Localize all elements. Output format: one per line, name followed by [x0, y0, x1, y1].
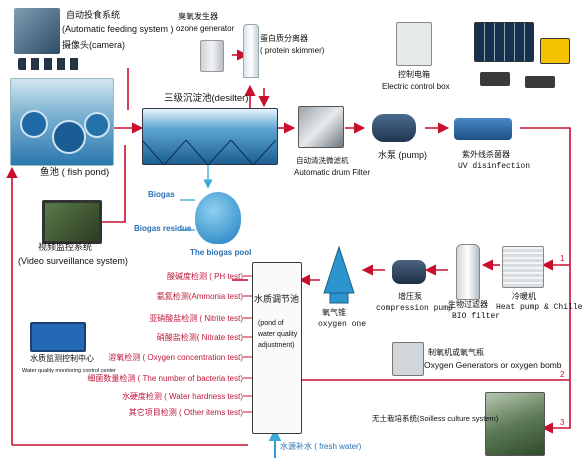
skimmer-label-cn: 蛋白质分离器	[260, 34, 308, 43]
loop-number-1: 1	[560, 254, 565, 263]
video-label-cn: 视频监控系统	[38, 242, 93, 252]
heat-pump-label-cn: 冷暖机	[512, 292, 536, 301]
feeding-system-image	[14, 8, 60, 54]
fresh-water-label: 水源补水 ( fresh water)	[280, 442, 362, 451]
uv-disinfection-image	[454, 118, 512, 140]
monitor-center-label-en: Water quality monitoring control center	[22, 368, 116, 374]
biogas-label: Biogas	[148, 190, 175, 199]
test-nitrate: 硝酸盐检测( Nitrate test)	[156, 333, 243, 342]
pump-label: 水泵 (pump)	[378, 150, 428, 160]
pump-image	[372, 114, 416, 142]
adjust-pond-label-en: (pond of water quality adjustment)	[258, 320, 298, 349]
monitor-center-image	[30, 322, 86, 352]
uv-label-cn: 紫外线杀菌器	[462, 150, 510, 159]
heat-pump-label-en: Heat pump & Chiller	[496, 303, 583, 312]
soilless-label: 无土栽培系统(Soilless culture system)	[372, 414, 499, 423]
control-box-label-en: Electric control box	[382, 82, 450, 91]
battery-image	[540, 38, 570, 64]
desilter-label: 三级沉淀池(desilter)	[164, 93, 249, 104]
test-other: 其它项目检测 ( Other items test)	[128, 408, 243, 417]
loop-number-3: 3	[560, 418, 565, 427]
biogas-pool-label: The biogas pool	[190, 248, 252, 257]
test-oxygen: 溶氧检测 ( Oxygen concentration test)	[108, 353, 243, 362]
ozone-label-en: ozone generator	[176, 24, 235, 33]
video-surveillance-image	[42, 200, 102, 244]
oxygen-cone-label-cn: 氧气锥	[322, 308, 346, 317]
oxygen-cone-image	[323, 245, 355, 304]
control-box-label-cn: 控制电箱	[398, 70, 430, 79]
camera-label: 摄像头(camera)	[62, 40, 126, 50]
oxygen-generator-image	[392, 342, 424, 376]
skimmer-label-en: ( protein skimmer)	[260, 46, 325, 55]
test-nitrite: 亚硝酸盐检测 ( Nitrite test)	[149, 314, 243, 323]
ozone-generator-image	[200, 40, 224, 72]
protein-skimmer-image	[243, 24, 259, 78]
compression-pump-label-en: compression pump	[376, 304, 453, 313]
fish-pond-label: 鱼池 ( fish pond)	[40, 167, 110, 178]
drum-filter-label-cn: 自动清洗微滤机	[296, 156, 349, 165]
bio-filter-label-cn: 生物过滤器	[448, 300, 488, 309]
test-ammonia: 氨氮检测(Ammonia test)	[156, 292, 243, 301]
uv-label-en: UV disinfection	[458, 162, 531, 171]
solar-panel-image	[474, 22, 534, 62]
drum-filter-image	[298, 106, 344, 148]
drum-filter-label-en: Automatic drum Filter	[294, 168, 371, 177]
oxygen-generator-label-cn: 制氧机或氧气瓶	[428, 348, 484, 357]
oxygen-cone-label-en: oxygen one	[318, 320, 367, 329]
ozone-label-cn: 臭氧发生器	[178, 12, 218, 21]
bio-filter-image	[456, 244, 480, 300]
loop-number-2: 2	[560, 370, 565, 379]
feeding-system-label-cn: 自动投食系统	[66, 10, 121, 20]
desilter-image	[142, 108, 278, 165]
compression-pump-label-cn: 增压泵	[398, 292, 422, 301]
adjustment-pond-box	[252, 262, 302, 434]
biogas-residue-label: Biogas residue	[134, 224, 192, 233]
bio-filter-label-en: BIO filter	[452, 312, 501, 321]
flow-line-uv-right	[520, 127, 571, 265]
oxygen-generator-label-en: Oxygen Generators or oxygen bomb	[424, 360, 562, 370]
heat-pump-image	[502, 246, 544, 288]
flow-line-3	[541, 380, 571, 434]
test-ph: 酸碱度检测 ( PH test)	[166, 272, 243, 281]
biogas-pool-image	[195, 192, 241, 244]
adjust-pond-label-cn: 水质调节池	[254, 294, 300, 304]
control-box-image	[396, 22, 432, 66]
compression-pump-image	[392, 260, 426, 284]
video-label-en: (Video surveillance system)	[18, 256, 128, 266]
soilless-culture-image	[485, 392, 545, 456]
test-hardness: 水硬度检测 ( Water hardness test)	[121, 392, 243, 401]
test-bacteria: 细菌数量检测 ( The number of bacteria test)	[87, 374, 243, 383]
feeding-system-label-en: (Automatic feeding system )	[62, 24, 174, 34]
camera-image	[18, 58, 80, 70]
monitor-center-label-cn: 水质监测控制中心	[30, 354, 94, 363]
